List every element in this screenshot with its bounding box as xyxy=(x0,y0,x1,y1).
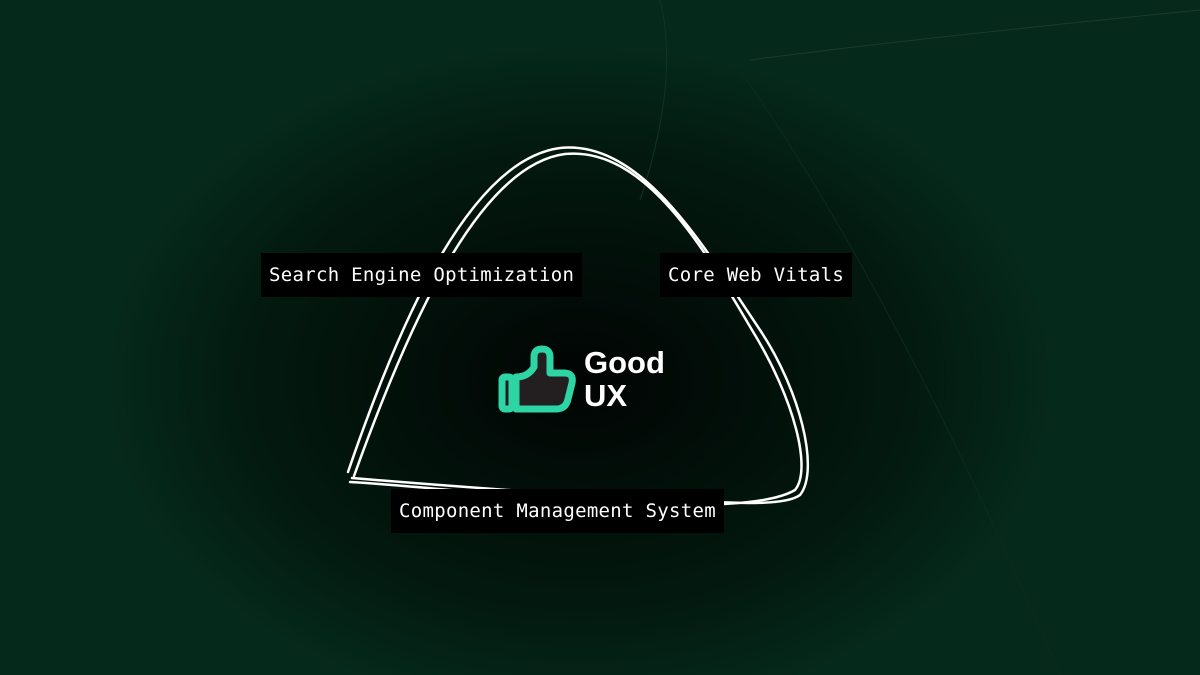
label-component-management-system: Component Management System xyxy=(391,489,724,533)
label-search-engine-optimization: Search Engine Optimization xyxy=(261,253,583,297)
logo-text-ux: UX xyxy=(584,378,628,413)
logo-text-good: Good xyxy=(584,345,665,380)
good-ux-logo: Good UX xyxy=(498,343,665,415)
label-core-web-vitals: Core Web Vitals xyxy=(660,253,853,297)
thumbs-up-icon xyxy=(498,345,576,413)
